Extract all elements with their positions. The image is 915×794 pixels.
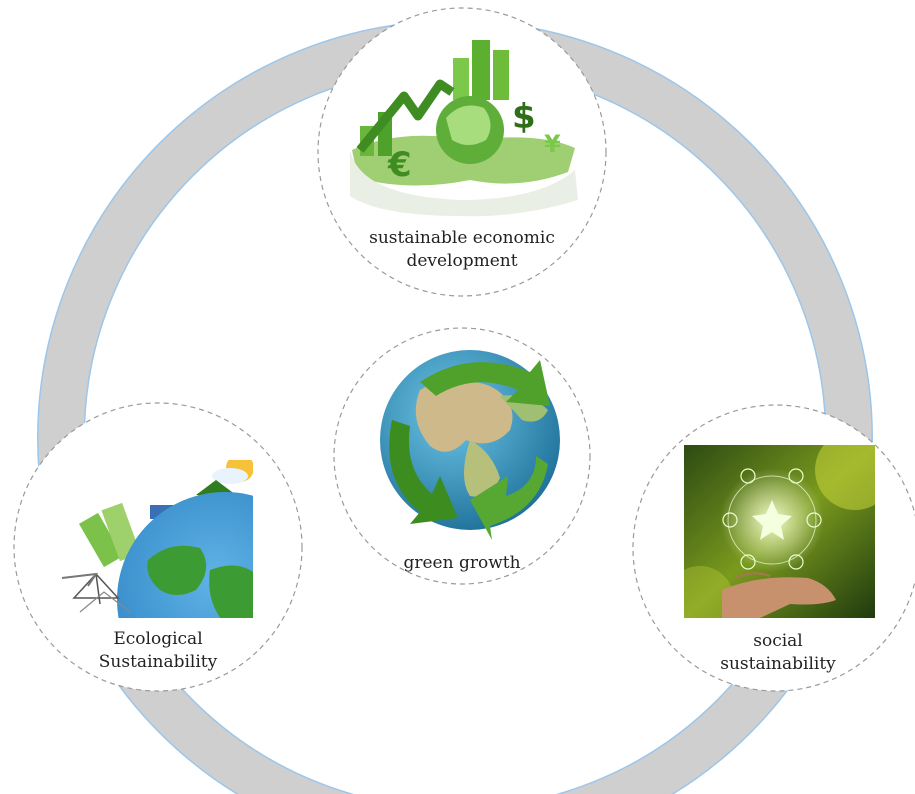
social-label-line-1: social <box>753 631 803 651</box>
svg-text:¥: ¥ <box>544 130 561 158</box>
ecological-label-line-1: Ecological <box>113 629 203 649</box>
eco-city-globe-icon <box>57 460 253 618</box>
social-label-line-2: sustainability <box>720 654 836 674</box>
economy-growth-icon: € $ ¥ <box>350 40 578 217</box>
green-growth-label: green growth <box>372 552 552 575</box>
ecological-label-line-2: Sustainability <box>98 652 218 672</box>
hand-network-icon <box>684 445 875 618</box>
recycling-globe-icon <box>380 350 560 540</box>
svg-text:$: $ <box>512 97 536 137</box>
economic-label-line-1: sustainable economic <box>369 228 555 248</box>
economic-node-label: sustainable economic development <box>332 227 592 273</box>
social-node-label: social sustainability <box>688 630 868 676</box>
economic-label-line-2: development <box>406 251 518 271</box>
green-growth-label-line-1: green growth <box>403 553 521 573</box>
ecological-node-label: Ecological Sustainability <box>68 628 248 674</box>
svg-text:€: € <box>387 145 412 185</box>
